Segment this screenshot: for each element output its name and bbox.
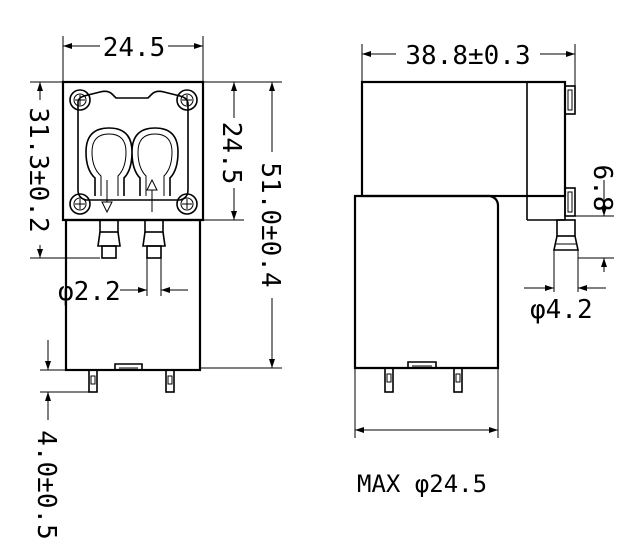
dim-side-depth: 38.8±0.3 — [361, 41, 576, 86]
barb-right — [142, 219, 166, 259]
dim-front-mount-height: 31.3±0.2 — [23, 81, 100, 259]
dim-front-plate-height: 24.5 — [203, 81, 246, 221]
dim-terminal-length-label: 4.0±0.5 — [31, 430, 61, 540]
screw-bottom-left-icon — [69, 193, 91, 215]
side-motor-body — [353, 194, 500, 370]
dim-front-plate-height-label: 24.5 — [216, 122, 246, 185]
front-terminal-right — [165, 369, 175, 393]
screw-bottom-right-icon — [176, 193, 198, 215]
side-view — [353, 80, 579, 393]
dim-barb-diameter-label: φ2.2 — [58, 277, 121, 307]
side-bottom-tab — [407, 361, 437, 368]
dim-side-depth-label: 38.8±0.3 — [405, 41, 530, 71]
front-motor-body — [64, 218, 202, 372]
dim-side-port-diameter: φ4.2 — [524, 250, 606, 325]
front-flow-channel — [85, 127, 179, 196]
dim-front-mount-height-label: 31.3±0.2 — [23, 107, 53, 232]
dim-side-port-offset: 6.8 — [575, 165, 617, 272]
flow-up-arrow-icon — [146, 178, 158, 212]
dim-barb-diameter: φ2.2 — [58, 258, 188, 307]
barb-left — [97, 219, 121, 259]
front-bottom-tab — [114, 363, 143, 370]
front-terminal-left — [88, 369, 98, 393]
side-outlet-port — [553, 219, 579, 251]
dim-front-total-height-label: 51.0±0.4 — [255, 162, 285, 287]
dim-side-port-diameter-label: φ4.2 — [530, 295, 593, 325]
dim-terminal-length: 4.0±0.5 — [31, 340, 89, 540]
side-terminal-right — [453, 367, 463, 393]
dim-front-total-height: 51.0±0.4 — [200, 81, 285, 369]
side-clip-top — [564, 85, 576, 115]
dim-front-width-label: 24.5 — [103, 33, 166, 63]
flow-down-arrow-icon — [101, 180, 113, 214]
side-pump-head — [360, 80, 567, 198]
side-terminal-left — [384, 367, 394, 393]
front-flow-channel-inner — [91, 133, 173, 196]
screw-top-right-icon — [176, 89, 198, 111]
front-gasket-outline — [77, 90, 189, 201]
max-diameter-note: MAX φ24.5 — [357, 470, 487, 498]
dim-side-body-width — [354, 368, 499, 438]
side-clip-bottom — [564, 187, 576, 217]
dim-side-port-offset-label: 6.8 — [587, 165, 617, 212]
screw-top-left-icon — [69, 89, 91, 111]
front-view — [61, 80, 205, 393]
dim-front-width: 24.5 — [62, 33, 204, 82]
